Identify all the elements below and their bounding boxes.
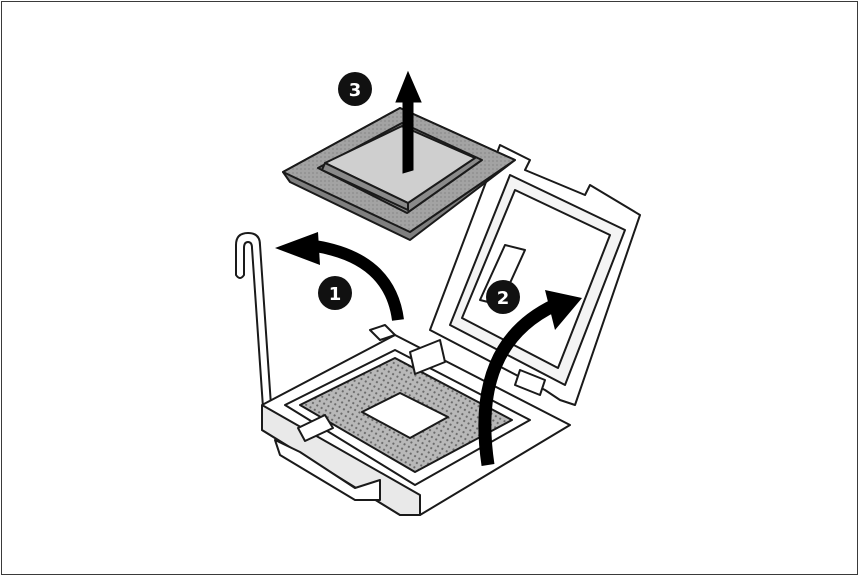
step-badge-1: 1 xyxy=(318,276,352,310)
step-number-3: 3 xyxy=(349,80,362,101)
socket-lever xyxy=(236,233,272,422)
step-badge-3: 3 xyxy=(338,72,372,106)
step-number-2: 2 xyxy=(497,288,510,309)
step-number-1: 1 xyxy=(329,284,342,305)
step-badge-2: 2 xyxy=(486,280,520,314)
